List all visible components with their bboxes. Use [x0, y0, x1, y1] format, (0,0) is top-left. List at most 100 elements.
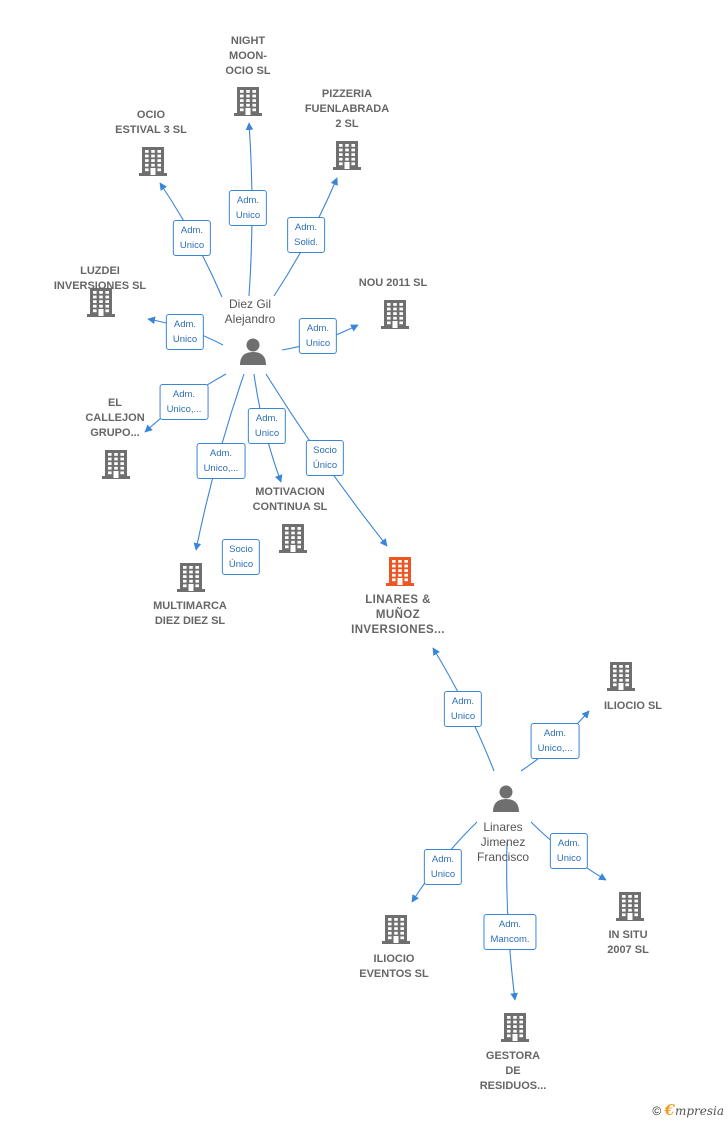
relation-label-line: Unico	[254, 428, 280, 439]
relation-label-line: Unico	[179, 240, 205, 251]
company-name-line: DE	[505, 1065, 521, 1077]
company-label-pizzeria[interactable]: PIZZERIA FUENLABRADA 2 SL	[305, 87, 389, 132]
company-name-line: NOU 2011 SL	[358, 277, 428, 289]
relation-label-line: Solid.	[294, 237, 318, 248]
company-name-line: MUÑOZ	[375, 609, 421, 621]
company-name-line: CONTINUA SL	[252, 501, 328, 513]
company-name-line: PIZZERIA	[321, 88, 373, 100]
company-name-line: LUZDEI	[80, 265, 120, 277]
building-icon[interactable]	[234, 87, 262, 116]
relation-label-line: Adm.	[209, 448, 233, 459]
footer-credit: © €mpresia	[652, 1101, 724, 1119]
relation-label-line: Adm.	[173, 319, 197, 330]
company-name-line: OCIO	[136, 109, 166, 121]
company-name-line: MULTIMARCA	[153, 600, 227, 612]
company-name-line: INVERSIONES...	[351, 624, 445, 636]
person-name-line: Alejandro	[224, 312, 276, 326]
relation-label[interactable]: Adm. Unico	[165, 314, 205, 350]
company-name-line: 2007 SL	[607, 944, 649, 956]
relation-label-line: Socio	[313, 445, 337, 456]
building-icon[interactable]	[139, 147, 167, 176]
company-label-insitu[interactable]: IN SITU 2007 SL	[607, 928, 649, 958]
relation-label-line: Unico	[450, 711, 476, 722]
company-label-multimarca[interactable]: MULTIMARCA DIEZ DIEZ SL	[153, 599, 227, 629]
building-icon[interactable]	[382, 915, 410, 944]
relation-label-line: Adm.	[255, 413, 279, 424]
building-icon[interactable]	[333, 141, 361, 170]
relation-label[interactable]: Adm.Unico	[423, 849, 463, 885]
relation-label[interactable]: Adm. Mancom.	[483, 914, 537, 950]
relation-label-line: Unico	[556, 853, 582, 864]
company-name-line: DIEZ DIEZ SL	[154, 615, 226, 627]
relation-label[interactable]: Adm.Unico	[228, 190, 268, 226]
company-label-luzdei[interactable]: LUZDEI INVERSIONES SL	[54, 264, 146, 294]
relation-label-line: Adm.	[236, 195, 260, 206]
person-name-line: Diez Gil	[228, 297, 272, 311]
relation-label-line: Unico	[172, 334, 198, 345]
company-name-line: EL	[107, 397, 123, 409]
company-name-line: CALLEJON	[85, 412, 145, 424]
person-icon[interactable]	[240, 338, 266, 366]
relation-label-line: Adm.	[294, 222, 318, 233]
company-name-line: INVERSIONES SL	[53, 280, 147, 292]
person-name-line: Francisco	[476, 850, 530, 864]
relation-label-line: Adm.	[180, 225, 204, 236]
copyright-symbol: ©	[652, 1104, 662, 1118]
relation-label-line: Único	[228, 559, 254, 570]
relation-label-line: Adm.	[172, 389, 196, 400]
relation-label-line: Unico,...	[166, 404, 202, 415]
company-label-night[interactable]: NIGHT MOON- OCIO SL	[225, 34, 270, 79]
company-name-line: ESTIVAL 3 SL	[115, 124, 187, 136]
relation-label-line: Unico,...	[537, 743, 573, 754]
company-name-line: ILIOCIO	[373, 953, 415, 965]
building-icon[interactable]	[381, 300, 409, 329]
company-label-linares[interactable]: LINARES & MUÑOZ INVERSIONES...	[351, 593, 445, 638]
company-label-gestora[interactable]: GESTORA DE RESIDUOS...	[480, 1049, 547, 1094]
company-name-line: NIGHT	[230, 35, 266, 47]
company-name-line: LINARES &	[365, 594, 431, 606]
relation-label[interactable]: Adm. Solid.	[287, 217, 325, 253]
person-name-line: Linares	[483, 820, 523, 834]
building-icon[interactable]	[87, 288, 115, 317]
relation-label-line: Adm.	[431, 854, 455, 865]
relation-label[interactable]: Adm. Unico	[247, 408, 287, 444]
relation-label[interactable]: Adm. Unico,...	[159, 384, 209, 420]
building-icon[interactable]	[177, 563, 205, 592]
relation-label-line: Adm.	[557, 838, 581, 849]
relation-label[interactable]: Adm. Unico	[172, 220, 212, 256]
building-icon[interactable]	[386, 557, 414, 586]
building-icon[interactable]	[102, 450, 130, 479]
relation-label[interactable]: Adm.Unico	[298, 318, 338, 354]
company-name-line: MOON-	[229, 50, 267, 62]
company-label-nou[interactable]: NOU 2011 SL	[359, 276, 427, 291]
relation-label-line: Adm.	[498, 919, 522, 930]
relation-label[interactable]: Adm. Unico	[549, 833, 589, 869]
relation-label[interactable]: Adm.Unico	[443, 691, 483, 727]
building-icon[interactable]	[616, 892, 644, 921]
building-icon[interactable]	[607, 662, 635, 691]
relation-label-line: Mancom.	[490, 934, 530, 945]
company-name-line: 2 SL	[335, 118, 359, 130]
brand-logo-text: mpresia	[674, 1104, 724, 1118]
person-icon[interactable]	[493, 785, 519, 813]
relation-label-line: Adm.	[543, 728, 567, 739]
brand-logo[interactable]: €mpresia	[665, 1101, 725, 1119]
company-label-ocio[interactable]: OCIO ESTIVAL 3 SL	[115, 108, 187, 138]
company-name-line: FUENLABRADA	[304, 103, 390, 115]
company-name-line: OCIO SL	[225, 65, 271, 77]
building-icon[interactable]	[279, 524, 307, 553]
company-name-line: GESTORA	[485, 1050, 541, 1062]
building-icon[interactable]	[501, 1013, 529, 1042]
relation-label[interactable]: Adm.Unico,...	[196, 443, 246, 479]
company-name-line: RESIDUOS...	[479, 1080, 547, 1092]
company-name-line: IN SITU	[608, 929, 648, 941]
company-label-iliocio[interactable]: ILIOCIO SL	[604, 699, 662, 714]
relation-label[interactable]: Adm. Unico,...	[530, 723, 580, 759]
